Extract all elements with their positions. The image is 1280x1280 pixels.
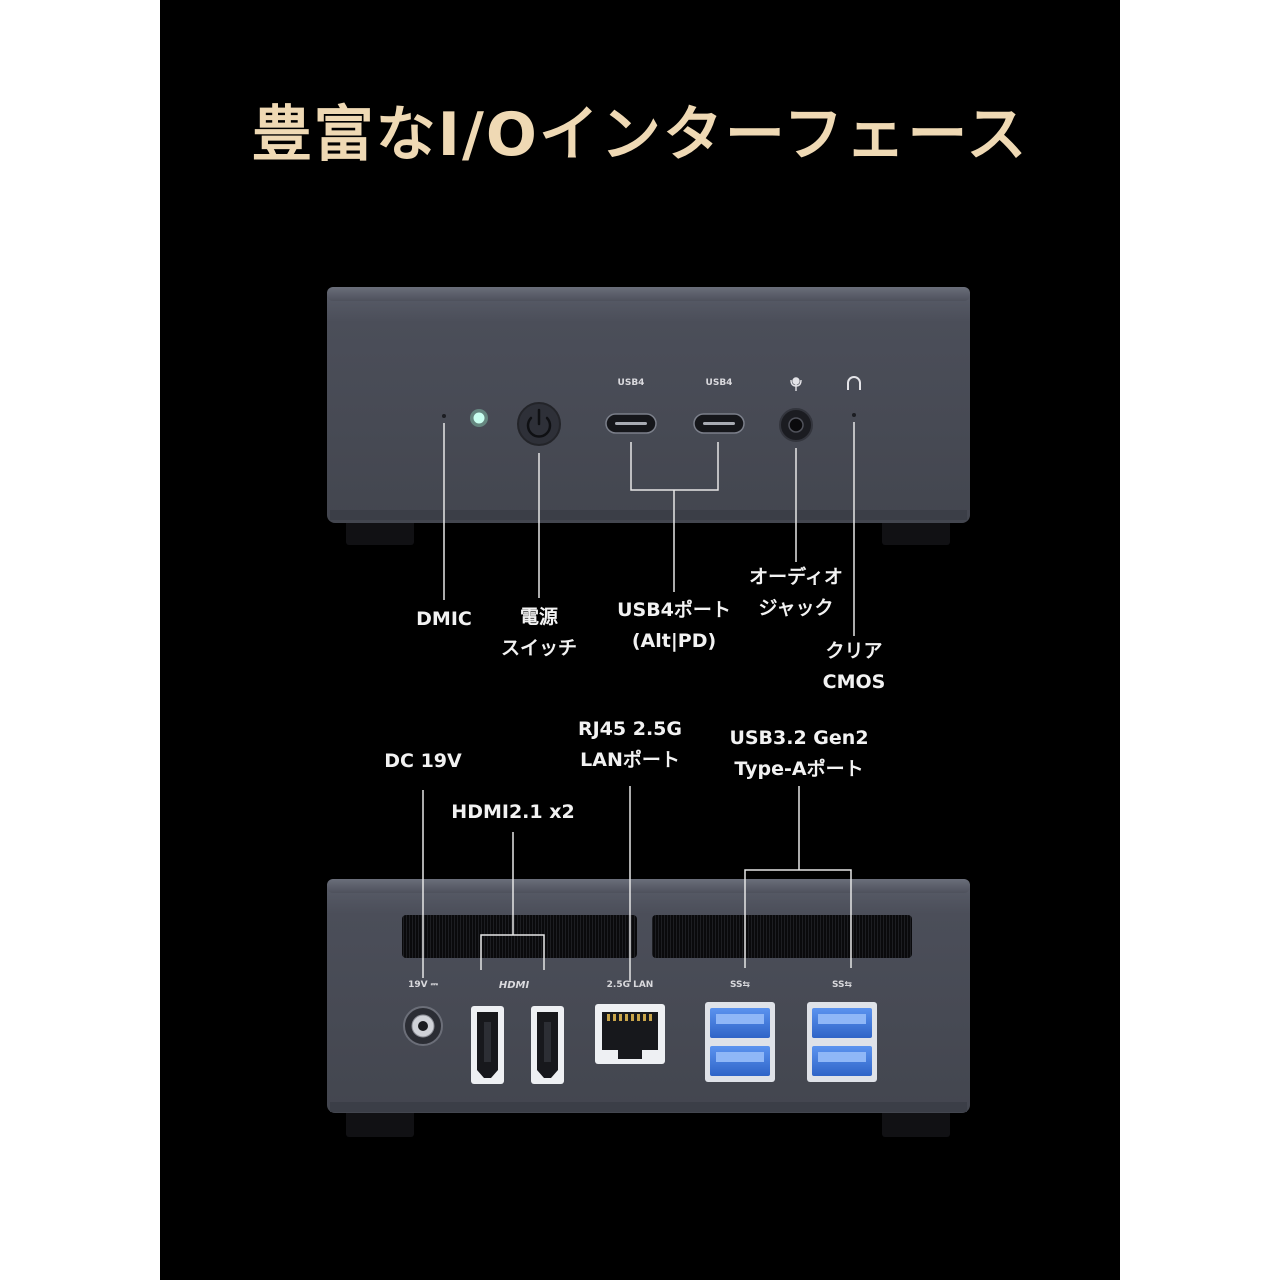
label-hdmi: HDMI2.1 x2 [451, 801, 575, 823]
usb-ss-mark-2: SS⇆ [831, 980, 853, 990]
hdmi-port-1 [471, 1006, 504, 1084]
dmic-hole [442, 414, 446, 418]
dc-mark: 19V ⎓ [408, 980, 438, 990]
label-dmic: DMIC [416, 608, 472, 630]
vent-right [652, 915, 912, 958]
lan-port [595, 1004, 665, 1064]
page-title: 豊富なI/Oインターフェース [251, 100, 1029, 170]
hdmi-port-2 [531, 1006, 564, 1084]
back-unit [327, 786, 970, 1137]
device-illustration [327, 287, 970, 1137]
usb4-mark-2: USB4 [705, 378, 733, 388]
label-usb4-port: USB4ポート(Alt|PD) [617, 599, 731, 652]
cmos-hole [852, 413, 856, 417]
usb-a-stack-2 [807, 1002, 877, 1082]
front-body [327, 287, 970, 523]
label-audio-jack: オーディオジャック [749, 566, 843, 619]
vent-left [402, 915, 637, 958]
cmos-icon [847, 376, 861, 390]
product-panel: 豊富なI/Oインターフェース [160, 0, 1120, 1280]
usb4-mark-1: USB4 [617, 378, 645, 388]
label-power-switch: 電源スイッチ [500, 606, 577, 659]
usb-ss-mark-1: SS⇆ [729, 980, 751, 990]
headset-mic-icon [790, 377, 802, 391]
hdmi-logo: HDMI [498, 980, 530, 991]
usb-a-stack-1 [705, 1002, 775, 1082]
lan-mark: 2.5G LAN [606, 980, 654, 990]
power-led [473, 412, 485, 424]
label-dc-19v: DC 19V [384, 750, 462, 772]
front-unit [327, 287, 970, 636]
power-icon [526, 416, 552, 438]
front-callout-lines [443, 422, 855, 636]
back-callout-lines [422, 786, 852, 982]
